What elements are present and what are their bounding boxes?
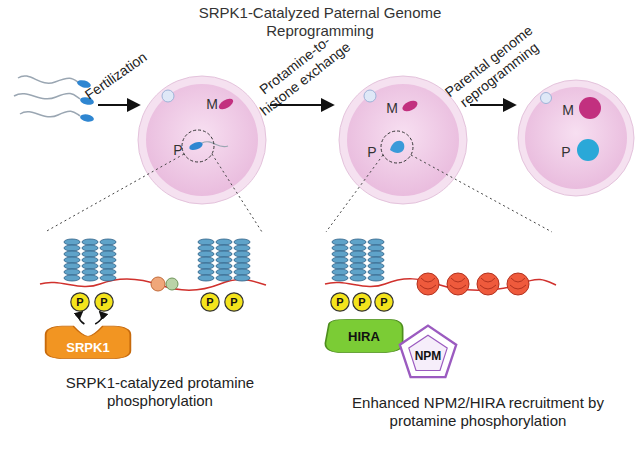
phosphate-circle: P (94, 292, 114, 312)
process-arrow (470, 104, 514, 106)
zoom-lines (45, 154, 552, 232)
panel-caption: Enhanced NPM2/HIRA recruitment by protam… (323, 394, 633, 430)
phosphate-circle: P (374, 292, 394, 312)
pentamer-pentagon: NPM (398, 324, 458, 380)
phosphorylation-arrow (79, 312, 84, 324)
kinase-shape: SRPK1 (42, 324, 134, 360)
phosphate-circle: P (200, 292, 220, 312)
nucleosome (151, 277, 178, 291)
protein-name: NPM (415, 349, 442, 363)
pronucleus-label: M (386, 100, 398, 117)
chaperone-shape: HIRA (322, 318, 406, 354)
protamine-toroids (332, 239, 384, 281)
step-label: Fertilization (82, 49, 150, 104)
phosphate-label: P (230, 296, 237, 308)
pronucleus-label: P (173, 142, 182, 159)
pronucleus-label: P (367, 144, 376, 161)
zygote-cell (138, 76, 266, 204)
histone-nucleosomes (417, 273, 529, 295)
phosphate-label: P (76, 296, 83, 308)
panel-caption: SRPK1-catalyzed protamine phosphorylatio… (25, 374, 295, 410)
phosphate-circle: P (224, 292, 244, 312)
pronucleus-label: M (562, 102, 574, 119)
zygote-cell (518, 80, 634, 196)
pronucleus-label: P (561, 144, 570, 161)
phosphate-label: P (336, 296, 343, 308)
protein-name: HIRA (348, 329, 380, 344)
phosphate-label: P (100, 296, 107, 308)
phosphate-circle: P (70, 292, 90, 312)
phosphate-label: P (358, 296, 365, 308)
phosphate-label: P (380, 296, 387, 308)
phosphorylation-arrow (95, 312, 102, 324)
phosphate-label: P (206, 296, 213, 308)
protamine-toroids (64, 239, 250, 281)
phosphate-circle: P (352, 292, 372, 312)
pronucleus-label: M (206, 96, 218, 113)
sperm-cells (14, 76, 95, 123)
phosphate-circle: P (330, 292, 350, 312)
process-arrow (98, 104, 138, 106)
protein-name: SRPK1 (66, 340, 109, 355)
